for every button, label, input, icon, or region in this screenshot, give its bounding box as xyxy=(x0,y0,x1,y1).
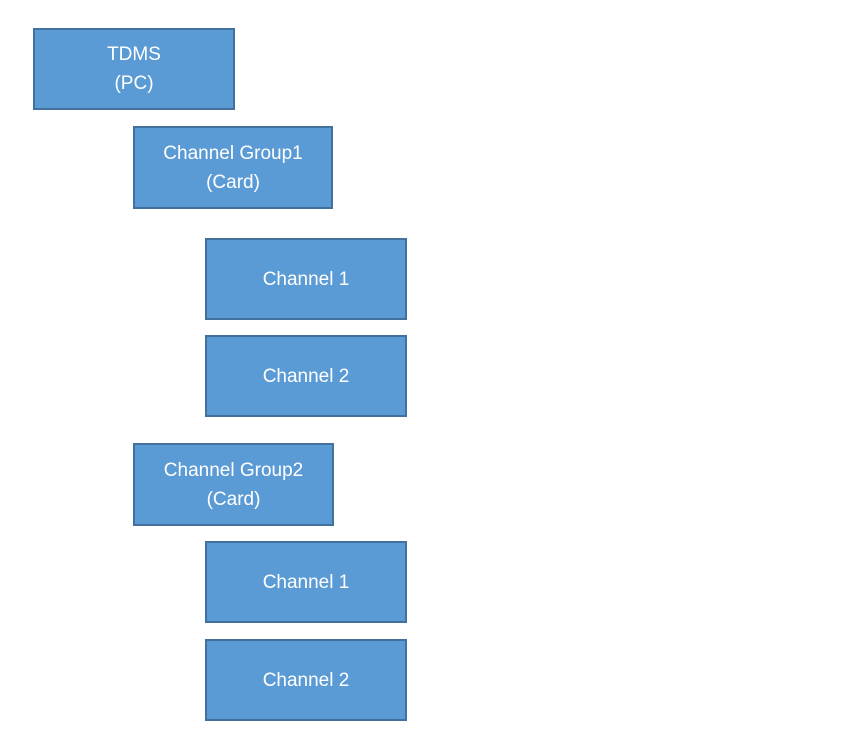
node-group2-channel2: Channel 2 xyxy=(205,639,407,721)
node-group1-channel1: Channel 1 xyxy=(205,238,407,320)
node-label-line1: Channel 1 xyxy=(262,571,350,593)
node-label-line2: (Card) xyxy=(206,171,260,193)
node-label-line1: Channel 2 xyxy=(262,365,350,387)
node-group1-channel2: Channel 2 xyxy=(205,335,407,417)
node-label-line1: Channel Group2 xyxy=(163,459,304,481)
node-channel-group2: Channel Group2 (Card) xyxy=(133,443,334,526)
node-label-line2: (PC) xyxy=(114,73,154,94)
node-label-line1: TDMS xyxy=(107,44,161,65)
node-label-line1: Channel 1 xyxy=(262,268,350,290)
node-label-line2: (Card) xyxy=(206,488,261,510)
node-label-line1: Channel 2 xyxy=(262,669,350,691)
node-group2-channel1: Channel 1 xyxy=(205,541,407,623)
node-label-line1: Channel Group1 xyxy=(163,142,303,164)
node-tdms: TDMS (PC) xyxy=(33,28,235,110)
node-channel-group1: Channel Group1 (Card) xyxy=(133,126,333,209)
